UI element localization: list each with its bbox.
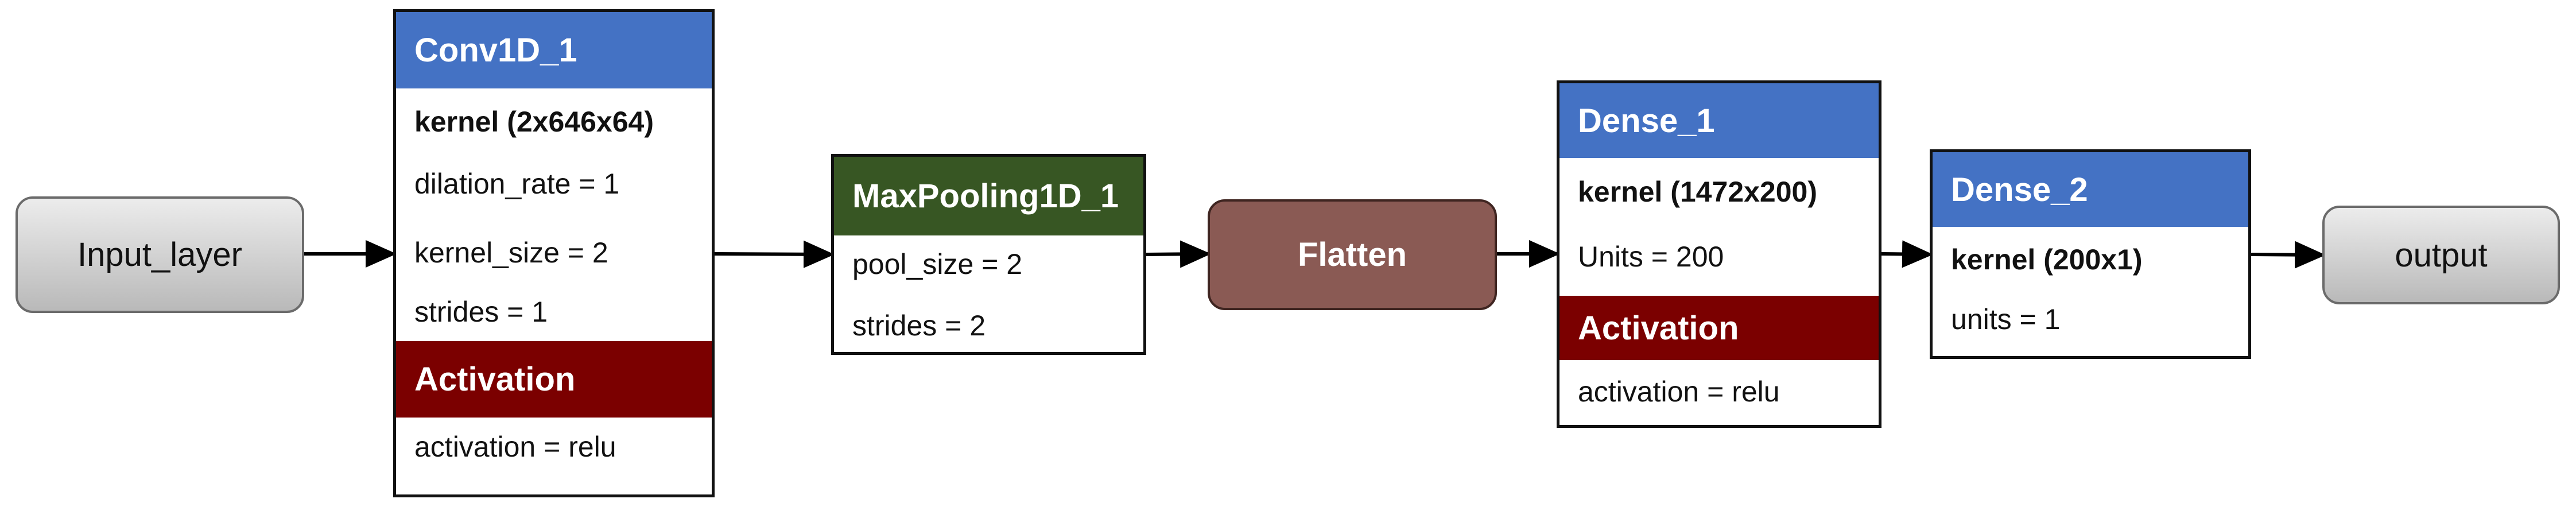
conv1d-kernel-size: kernel_size = 2 xyxy=(414,237,608,269)
dense1-title: Dense_1 xyxy=(1559,83,1879,158)
conv1d-layer-box: Conv1D_1 kernel (2x646x64) dilation_rate… xyxy=(393,9,715,497)
output-node: output xyxy=(2322,206,2560,304)
dense1-kernel: kernel (1472x200) xyxy=(1578,176,1817,208)
dense1-layer-box: Dense_1 kernel (1472x200) Units = 200 Ac… xyxy=(1557,80,1881,428)
maxpooling-title: MaxPooling1D_1 xyxy=(834,157,1143,235)
conv1d-title: Conv1D_1 xyxy=(396,12,712,88)
output-label: output xyxy=(2395,236,2488,274)
flatten-label: Flatten xyxy=(1297,236,1407,273)
maxpooling-pool-size: pool_size = 2 xyxy=(852,248,1023,280)
input-layer-node: Input_layer xyxy=(15,196,304,313)
conv1d-strides: strides = 1 xyxy=(414,296,548,328)
dense1-units: Units = 200 xyxy=(1578,241,1724,273)
dense1-activation-title: Activation xyxy=(1559,296,1879,360)
dense1-activation: activation = relu xyxy=(1578,376,1780,408)
conv1d-dilation-rate: dilation_rate = 1 xyxy=(414,168,620,200)
dense2-layer-box: Dense_2 kernel (200x1) units = 1 xyxy=(1930,149,2251,359)
arrow-dense2-to-output xyxy=(2251,241,2326,269)
maxpooling-layer-box: MaxPooling1D_1 pool_size = 2 strides = 2 xyxy=(831,154,1146,355)
dense2-kernel: kernel (200x1) xyxy=(1951,244,2143,276)
maxpooling-strides: strides = 2 xyxy=(852,310,986,342)
conv1d-activation: activation = relu xyxy=(414,431,616,463)
input-layer-label: Input_layer xyxy=(77,236,242,273)
flatten-node: Flatten xyxy=(1208,199,1497,310)
dense2-units: units = 1 xyxy=(1951,303,2061,335)
conv1d-kernel: kernel (2x646x64) xyxy=(414,106,654,138)
conv1d-activation-title: Activation xyxy=(396,341,712,418)
dense2-title: Dense_2 xyxy=(1933,152,2248,227)
